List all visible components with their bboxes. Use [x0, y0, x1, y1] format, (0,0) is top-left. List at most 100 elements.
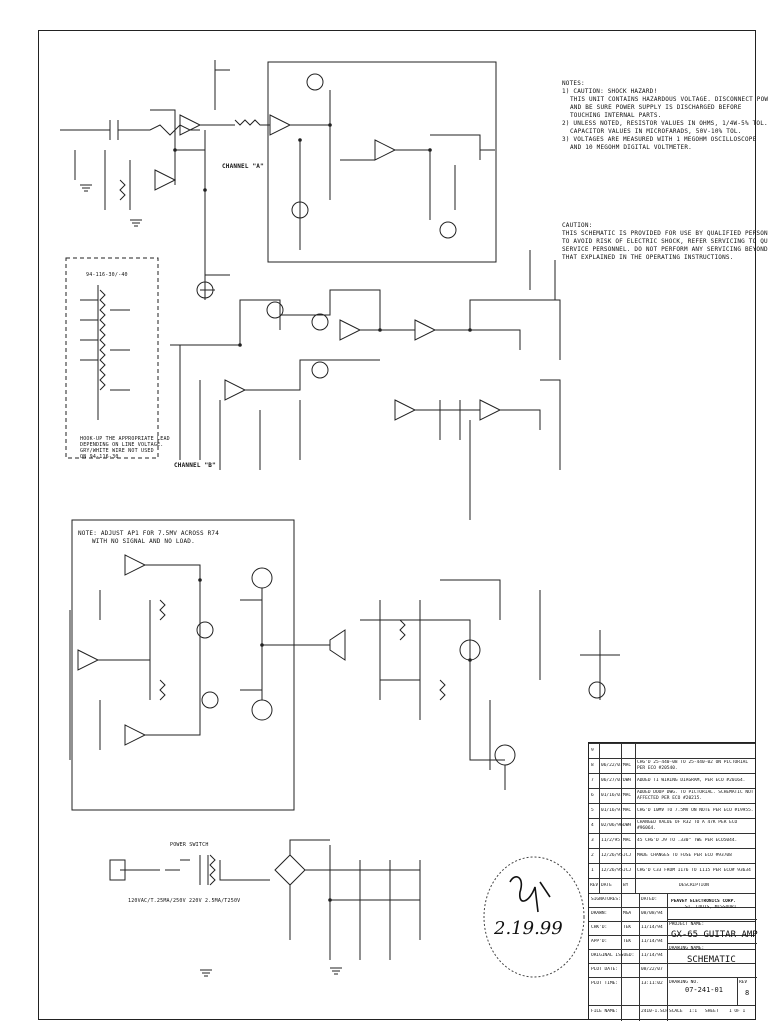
- file-name-label: FILE NAME:: [591, 1009, 619, 1014]
- notes-line: 1) CAUTION: SHOCK HAZARD!: [562, 88, 658, 95]
- description-header: DESCRIPTION: [679, 883, 709, 888]
- revision-row: 3 11/2/95 MAC 45 CHG'D J9 TO .330" TWE P…: [589, 833, 755, 848]
- hookup-note-line: DEPENDING ON LINE VOLTAGE.: [80, 442, 164, 448]
- rev-number: 8: [591, 763, 594, 768]
- hookup-note-line: GRY/WHITE WIRE NOT USED: [80, 448, 154, 454]
- signature-area: [589, 893, 755, 1021]
- plot-date-label: PLOT DATE:: [591, 967, 619, 972]
- rev-by: MAC: [623, 763, 632, 768]
- rev-by: DWH: [623, 778, 632, 783]
- revision-row: 5 01/16/97 MAC CHG'D 10mV TO 7.5mV ON NO…: [589, 803, 755, 818]
- approved-name: TEK: [623, 939, 632, 944]
- drawn-label: DRAWN:: [591, 911, 608, 916]
- rev-description: MADE CHANGES TO FUSE PER ECO #93708: [637, 853, 732, 858]
- power-amp-note: NOTE: ADJUST AP1 FOR 7.5mV ACROSS R74 WI…: [78, 530, 219, 546]
- caution-line: CAUTION:: [562, 222, 593, 229]
- revision-row: 6 01/16/07 MAC ADDED DOOP DWG. TO PICTOR…: [589, 788, 755, 803]
- caution-line: SERVICE PERSONNEL. DO NOT PERFORM ANY SE…: [562, 246, 768, 253]
- by-header: BY: [623, 883, 629, 888]
- rev-number: 5: [591, 808, 594, 813]
- rev-by: MAC: [623, 808, 632, 813]
- power-note-line: WITH NO SIGNAL AND NO LOAD.: [92, 538, 195, 545]
- rev-label: REV: [739, 980, 748, 985]
- file-name: 2410-1.SCH: [641, 1009, 669, 1014]
- rev-date: 01/16/07: [601, 793, 623, 798]
- rev-description: CHG'D C33 FROM 1176 TO 1115 PER ECO# 936…: [637, 868, 751, 873]
- rev-description: CHANGED VALUE OF R32 TO A 47K PER ECO #9…: [637, 820, 738, 831]
- revision-row: 7 06/27/07 DWH ADDED TI WIRING DIAGRAM, …: [589, 773, 755, 788]
- original-issued-date: 11/14/94: [641, 953, 663, 958]
- rev-by: MAC: [623, 838, 632, 843]
- plot-time-label: PLOT TIME:: [591, 981, 619, 986]
- drawing-no-label: DRAWING NO.: [669, 980, 699, 985]
- notes-line: AND BE SURE POWER SUPPLY IS DISCHARGED B…: [570, 104, 742, 111]
- rev-header: REV: [590, 883, 599, 888]
- power-note-line: NOTE: ADJUST AP1 FOR 7.5mV ACROSS R74: [78, 530, 220, 537]
- handwritten-signature: 2.19.99: [483, 856, 585, 978]
- rev-by: JCJ: [623, 853, 632, 858]
- hookup-note-line: ON 94-116-30: [80, 454, 119, 460]
- sheet-value: 1 OF 1: [729, 1009, 746, 1014]
- checked-date: 11/14/94: [641, 925, 663, 930]
- notes-line: THIS UNIT CONTAINS HAZARDOUS VOLTAGE. DI…: [570, 96, 768, 103]
- rev-by: JCJ: [623, 868, 632, 873]
- rev-date: 12/26/95: [601, 853, 623, 858]
- drawn-name: MGA: [623, 911, 632, 916]
- rev-description: CHG'D 25-440-08 TO 25-440-02 ON PICTORIA…: [637, 760, 749, 771]
- project-name-label: PROJECT NAME:: [669, 922, 705, 927]
- rev-number: 2: [591, 853, 594, 858]
- rev-date: 12/26/95: [601, 868, 623, 873]
- date-header: DATE: [601, 883, 612, 888]
- rev-date: 02/06/96: [601, 823, 623, 828]
- notes-line: CAPACITOR VALUES IN MICROFARADS, 50V-10%…: [570, 128, 742, 135]
- caution-line: TO AVOID RISK OF ELECTRIC SHOCK, REFER S…: [562, 238, 768, 245]
- rev-by: MAC: [623, 793, 632, 798]
- approved-date: 11/14/94: [641, 939, 663, 944]
- rev-date: 06/22/07: [601, 763, 623, 768]
- notes-line: AND 10 MEGOHM DIGITAL VOLTMETER.: [570, 144, 692, 151]
- rev-date: 01/16/97: [601, 808, 623, 813]
- caution-block: CAUTION: THIS SCHEMATIC IS PROVIDED FOR …: [562, 222, 768, 262]
- rev-by: DWH: [623, 823, 632, 828]
- rev-description: ADDED TI WIRING DIAGRAM, PER ECO #20164.: [637, 778, 746, 783]
- drawing-name-label: DRAWING NAME:: [669, 946, 705, 951]
- hookup-note-line: HOOK-UP THE APPROPRIATE LEAD: [80, 436, 170, 442]
- checked-name: TEK: [623, 925, 632, 930]
- caution-line: THIS SCHEMATIC IS PROVIDED FOR USE BY QU…: [562, 230, 768, 237]
- transformer-label: 94-116-30/-40: [86, 272, 128, 278]
- project-name: GX-65 GUITAR AMP: [671, 930, 758, 940]
- rev-description: 45 CHG'D J9 TO .330" TWE PER ECO5044.: [637, 838, 738, 843]
- plot-time: 13:11:02: [641, 981, 663, 986]
- schematic-sheet: [38, 30, 756, 1020]
- revision-header-row: REV DATE BY DESCRIPTION: [589, 878, 755, 893]
- rev-description: ADDED DOOP DWG. TO PICTORIAL. SCHEMATIC …: [637, 790, 754, 801]
- power-switch-label: POWER SWITCH: [170, 842, 209, 848]
- revision-row: 9: [589, 743, 755, 758]
- revision-row: 4 02/06/96 DWH CHANGED VALUE OF R32 TO A…: [589, 818, 755, 833]
- signatures-label: SIGNATURES:: [591, 897, 621, 902]
- checked-label: CHK'D:: [591, 925, 608, 930]
- rev-number: 4: [591, 823, 594, 828]
- notes-block: NOTES: 1) CAUTION: SHOCK HAZARD! THIS UN…: [562, 80, 768, 152]
- revision-row: 1 12/26/95 JCJ CHG'D C33 FROM 1176 TO 11…: [589, 863, 755, 878]
- revision-row: 8 06/22/07 MAC CHG'D 25-440-08 TO 25-440…: [589, 758, 755, 773]
- drawing-number: 07-241-01: [685, 986, 723, 994]
- original-issued-label: ORIGINAL ISSUED:: [591, 953, 635, 958]
- notes-line: TOUCHING INTERNAL PARTS.: [570, 112, 662, 119]
- rev-number: 9: [591, 748, 594, 753]
- scale-value: 1:1: [689, 1009, 698, 1014]
- notes-line: 3) VOLTAGES ARE MEASURED WITH 1 MEGOHM O…: [562, 136, 757, 143]
- rev-number: 1: [591, 868, 594, 873]
- rev-value: 8: [745, 989, 750, 997]
- caution-line: THAT EXPLAINED IN THE OPERATING INSTRUCT…: [562, 254, 734, 261]
- rev-date: 11/2/95: [601, 838, 620, 843]
- notes-line: 2) UNLESS NOTED, RESISTOR VALUES IN OHMS…: [562, 120, 768, 127]
- plot-date: 08/22/07: [641, 967, 663, 972]
- hookup-note: HOOK-UP THE APPROPRIATE LEAD DEPENDING O…: [80, 436, 170, 460]
- scale-label: SCALE: [669, 1009, 683, 1014]
- fuse-label: 120VAC/T.25MA/250V 220V 2.5MA/T250V: [128, 898, 241, 904]
- company-location: ST. LOUIS, MISSOURI: [685, 905, 737, 910]
- notes-heading: NOTES:: [562, 80, 585, 87]
- drawing-name: SCHEMATIC: [687, 955, 736, 965]
